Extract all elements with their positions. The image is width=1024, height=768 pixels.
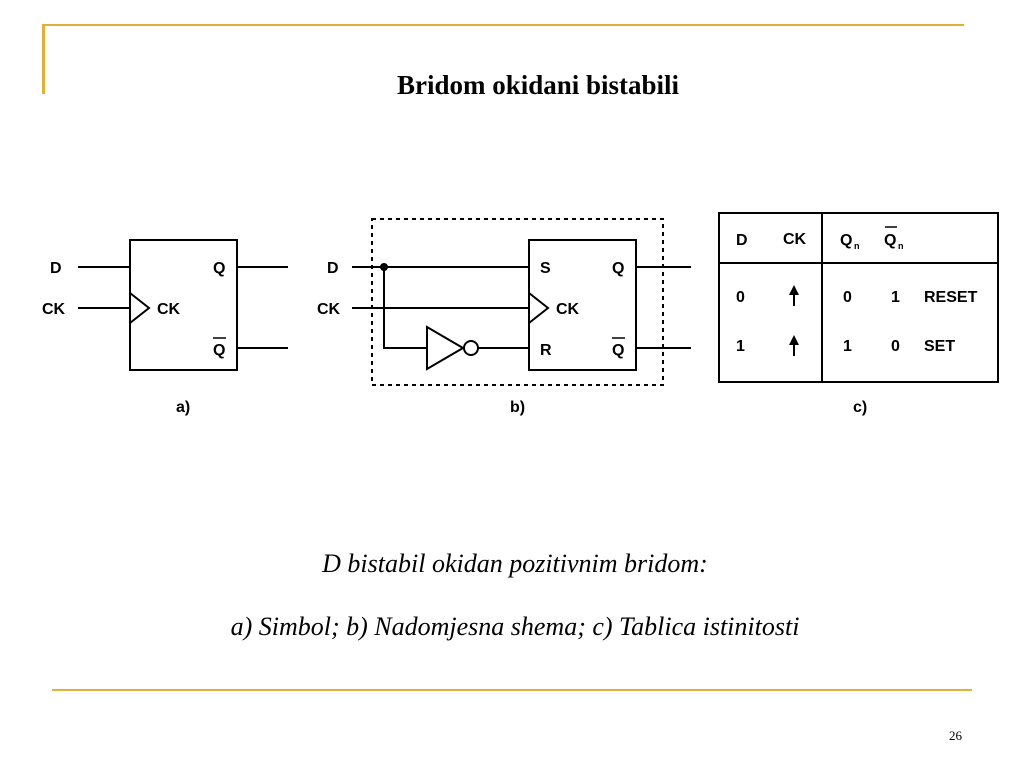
decorative-top-rule [42,24,964,26]
label-ck-b: CK [317,301,341,318]
pin-q-b: Q [612,260,624,277]
flipflop-box-b [528,239,637,371]
row1-state: RESET [924,289,978,306]
pin-qbar-b: Q [612,342,624,359]
table-header-qn-subscript: n [854,241,860,251]
pin-r-b: R [540,342,552,359]
clock-edge-triangle-b [528,292,550,324]
table-header-ck: CK [783,231,807,248]
dashed-boundary-b [371,218,664,386]
diagram-c-truth-table: D CK Q n Q n 0 0 1 RESET 1 1 0 SET c) [718,212,999,416]
inverter-bubble [463,340,479,356]
row2-qn: 1 [843,338,852,355]
row1-qn: 0 [843,289,852,306]
diagram-b-equivalent-circuit: D CK S CK R Q Q b) [317,218,691,416]
table-header-qn: Q [840,232,852,249]
table-header-qnbar-subscript: n [898,241,904,251]
pin-qbar-a: Q [213,342,225,359]
page-number: 26 [949,728,962,743]
wire-to-inverter [383,267,427,349]
row2-qnbar: 0 [891,338,900,355]
pin-q-a: Q [213,260,225,277]
flipflop-box-a [129,239,238,371]
decorative-bottom-rule [52,689,972,691]
slide-title: Bridom okidani bistabili [396,70,680,100]
pin-s-b: S [540,260,551,277]
row1-d: 0 [736,289,745,306]
table-border [718,212,999,383]
table-header-d: D [736,232,748,249]
table-header-qnbar: Q [884,232,896,249]
label-a: a) [176,399,190,416]
label-d-a: D [50,260,62,277]
clock-edge-triangle-a [129,292,151,324]
label-ck-a: CK [42,301,66,318]
decorative-vertical-rule [42,24,45,94]
up-arrow-icon [789,335,799,356]
up-arrow-icon [789,285,799,306]
pin-ck-b: CK [556,301,580,318]
caption-line-1: D bistabil okidan pozitivnim bridom: [322,549,708,578]
label-c: c) [853,399,867,416]
label-d-b: D [327,260,339,277]
pin-ck-a: CK [157,301,181,318]
inverter-triangle [426,325,465,371]
caption-line-2: a) Simbol; b) Nadomjesna shema; c) Tabli… [230,612,800,641]
diagram-a-symbol: D CK CK Q Q a) [42,239,288,416]
row2-state: SET [924,338,955,355]
row1-qnbar: 1 [891,289,900,306]
row2-d: 1 [736,338,745,355]
label-b: b) [510,399,525,416]
